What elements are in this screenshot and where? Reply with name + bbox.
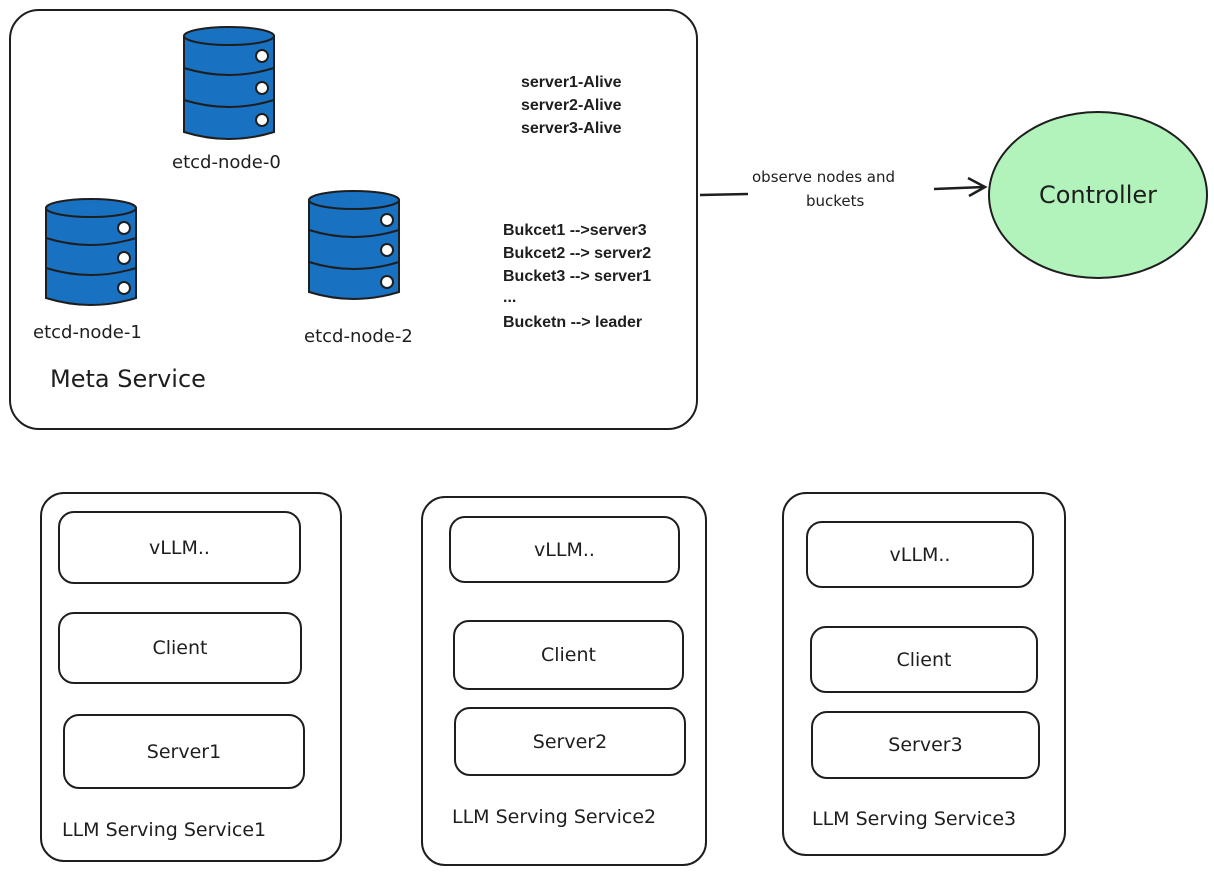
server-label-2: Server2 bbox=[532, 730, 608, 753]
client-label-2: Client bbox=[540, 644, 596, 666]
bucket-map-3: Bucket3 --> server1 bbox=[503, 268, 652, 285]
server-status-2: server2-Alive bbox=[521, 97, 622, 114]
bucket-map-n: Bucketn --> leader bbox=[503, 314, 643, 331]
controller-node: Controller bbox=[988, 111, 1208, 279]
observe-label-line1: observe nodes and bbox=[752, 168, 896, 186]
controller-label: Controller bbox=[1038, 181, 1158, 209]
server-block-3: Server3 bbox=[811, 711, 1040, 779]
vllm-label-2: vLLM.. bbox=[534, 538, 595, 561]
etcd-node-0-database-icon bbox=[183, 26, 275, 140]
vllm-block-3: vLLM.. bbox=[806, 521, 1034, 588]
server-status-1: server1-Alive bbox=[521, 74, 622, 91]
server-label-1: Server1 bbox=[146, 740, 222, 763]
vllm-label-3: vLLM.. bbox=[889, 543, 951, 566]
server-status-3: server3-Alive bbox=[521, 120, 622, 137]
vllm-block-1: vLLM.. bbox=[58, 511, 301, 584]
client-block-3: Client bbox=[810, 626, 1038, 693]
etcd-node-1-database-icon bbox=[45, 198, 137, 306]
bucket-map-2: Bukcet2 --> server2 bbox=[503, 245, 652, 262]
etcd-node-2-database-icon bbox=[308, 190, 400, 300]
bucket-map-1: Bukcet1 -->server3 bbox=[503, 222, 647, 239]
observe-arrow bbox=[699, 176, 988, 198]
service-title-2: LLM Serving Service2 bbox=[452, 806, 657, 828]
observe-label-line2: buckets bbox=[806, 192, 865, 210]
etcd-node-2-label: etcd-node-2 bbox=[304, 326, 413, 347]
client-block-1: Client bbox=[58, 612, 302, 684]
client-label-3: Client bbox=[896, 648, 952, 671]
server-label-3: Server3 bbox=[888, 734, 963, 756]
etcd-node-0-label: etcd-node-0 bbox=[172, 152, 281, 173]
service-title-1: LLM Serving Service1 bbox=[62, 819, 267, 841]
server-block-2: Server2 bbox=[454, 707, 686, 776]
etcd-node-1-label: etcd-node-1 bbox=[33, 322, 142, 343]
service-title-3: LLM Serving Service3 bbox=[812, 808, 1017, 830]
client-label-1: Client bbox=[152, 637, 208, 659]
vllm-block-2: vLLM.. bbox=[449, 516, 680, 583]
vllm-label-1: vLLM.. bbox=[149, 536, 210, 559]
client-block-2: Client bbox=[453, 620, 684, 690]
meta-service-title: Meta Service bbox=[50, 365, 206, 393]
bucket-map-ellipsis: ... bbox=[503, 289, 517, 306]
server-block-1: Server1 bbox=[63, 714, 305, 789]
